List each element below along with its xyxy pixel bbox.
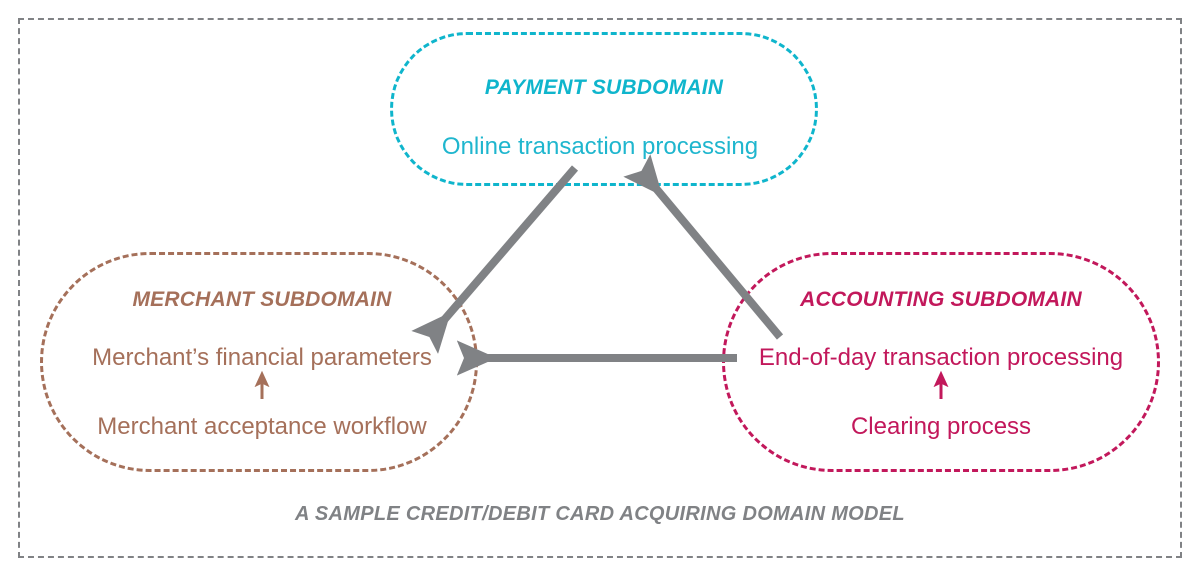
- payment-capability-1: Online transaction processing: [441, 133, 759, 160]
- merchant-capability-2: Merchant acceptance workflow: [97, 413, 427, 440]
- accounting-subdomain-shape[interactable]: [722, 252, 1160, 472]
- merchant-capability-1: Merchant’s financial parameters: [92, 344, 432, 371]
- diagram-caption: A SAMPLE CREDIT/DEBIT CARD ACQUIRING DOM…: [295, 503, 905, 525]
- domain-boundary-frame: [18, 18, 1182, 558]
- merchant-subdomain-title: MERCHANT SUBDOMAIN: [132, 288, 392, 311]
- accounting-capability-1: End-of-day transaction processing: [758, 344, 1124, 371]
- payment-subdomain-shape[interactable]: [390, 32, 818, 186]
- accounting-subdomain-title: ACCOUNTING SUBDOMAIN: [800, 288, 1082, 311]
- accounting-capability-2: Clearing process: [850, 413, 1032, 440]
- payment-subdomain-title: PAYMENT SUBDOMAIN: [484, 76, 724, 99]
